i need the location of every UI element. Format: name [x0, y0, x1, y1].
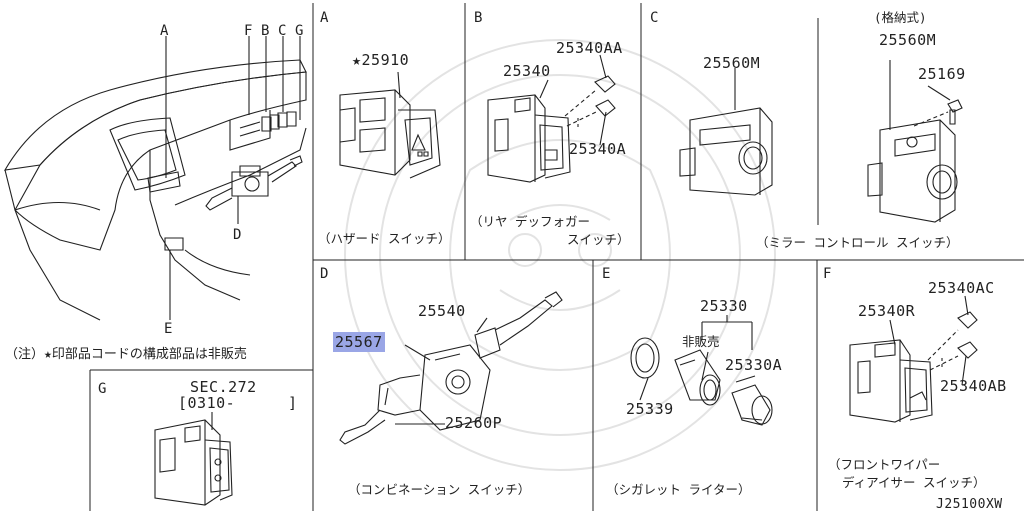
part-number-25340ac[interactable]: 25340AC	[928, 279, 995, 297]
part-number-25340a[interactable]: 25340A	[569, 140, 627, 158]
retractable-type-label: (格納式)	[874, 10, 927, 25]
panel-f-caption-line2: ディアイサー スイッチ）	[842, 475, 986, 490]
part-number-25340r[interactable]: 25340R	[858, 302, 916, 320]
overview-label-b: B	[261, 23, 270, 39]
part-number-25910[interactable]: ★25910	[352, 51, 410, 69]
part-number-25540[interactable]: 25540	[418, 302, 466, 320]
drawing-code: J25100XW	[936, 497, 1003, 512]
panel-d-caption: （コンビネーション スイッチ）	[348, 482, 531, 497]
section-reference[interactable]: SEC.272	[190, 378, 257, 396]
panel-c-caption: （ミラー コントロール スイッチ）	[756, 235, 959, 250]
model-range-start: [0310-	[178, 394, 236, 412]
panel-d-letter: D	[320, 266, 329, 282]
part-number-25339[interactable]: 25339	[626, 400, 674, 418]
panel-a-caption: （ハザード スイッチ）	[318, 231, 451, 246]
part-number-25330[interactable]: 25330	[700, 297, 748, 315]
panel-f-caption-line1: （フロントワイパー	[828, 457, 941, 472]
dashboard-overview	[5, 36, 306, 320]
part-number-25560m-retractable[interactable]: 25560M	[879, 31, 937, 49]
panel-b-letter: B	[474, 10, 483, 26]
part-number-25169[interactable]: 25169	[918, 65, 966, 83]
overview-label-a: A	[160, 23, 169, 39]
panel-a-letter: A	[320, 10, 329, 26]
panel-g-letter: G	[98, 381, 107, 397]
non-sale-note: （注）★印部品コードの構成部品は非販売	[5, 347, 247, 362]
watermark-emblem	[345, 40, 775, 470]
panel-e-letter: E	[602, 266, 611, 282]
wiper-deicer-switch-drawing	[850, 296, 977, 422]
part-number-25340aa[interactable]: 25340AA	[556, 39, 623, 57]
part-number-25340[interactable]: 25340	[503, 62, 551, 80]
hazard-switch-drawing	[340, 72, 440, 178]
part-number-25560m[interactable]: 25560M	[703, 54, 761, 72]
not-for-sale-label: 非販売	[682, 334, 720, 349]
panel-f-letter: F	[823, 266, 832, 282]
overview-label-e: E	[164, 321, 173, 337]
part-number-25567-highlight: 25567	[333, 332, 385, 352]
part-number-25260p[interactable]: 25260P	[445, 414, 503, 432]
model-range-end: ]	[288, 394, 298, 412]
part-number-25340ab[interactable]: 25340AB	[940, 377, 1007, 395]
part-number-25567[interactable]: 25567	[333, 332, 385, 352]
overview-label-d: D	[233, 227, 242, 243]
overview-label-f: F	[244, 23, 253, 39]
overview-label-g: G	[295, 23, 304, 39]
rear-defogger-switch-drawing	[488, 55, 615, 182]
panel-c-letter: C	[650, 10, 659, 26]
panel-g-switch-drawing	[155, 412, 232, 505]
panel-b-caption-line1: （リヤ デッフォガー	[470, 214, 591, 229]
cigarette-lighter-drawing	[631, 315, 772, 425]
panel-e-caption: （シガレット ライター）	[606, 482, 751, 497]
overview-label-c: C	[278, 23, 287, 39]
part-number-25330a[interactable]: 25330A	[725, 356, 783, 374]
mirror-control-switch-drawing	[680, 60, 962, 222]
combination-switch-drawing	[340, 292, 562, 444]
panel-grid	[90, 3, 1024, 511]
overview-combination-switch	[206, 156, 302, 210]
panel-b-caption-line2: スイッチ）	[567, 232, 630, 247]
